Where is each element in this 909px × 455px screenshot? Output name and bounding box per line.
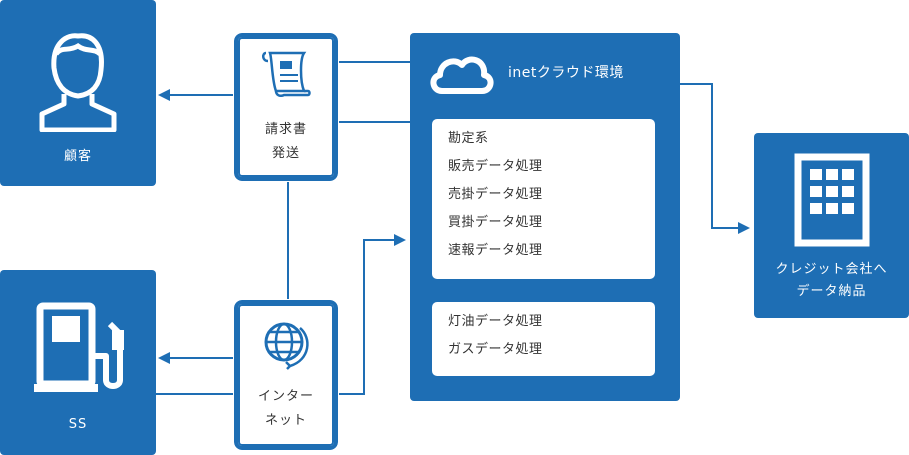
cloud-environment-box: inetクラウド環境 勘定系 販売データ処理 売掛データ処理 買掛データ処理 速… xyxy=(410,33,680,401)
internet-label-line1: インター xyxy=(257,389,314,404)
cloud-panel-energy: 灯油データ処理 ガスデータ処理 xyxy=(432,302,655,376)
invoice-box: 請求書 発送 xyxy=(233,32,339,182)
ss-box: SS xyxy=(0,270,156,455)
list-item: 販売データ処理 xyxy=(448,159,543,174)
list-item: ガスデータ処理 xyxy=(448,342,543,357)
list-item: 売掛データ処理 xyxy=(448,187,543,202)
invoice-label-line1: 請求書 xyxy=(264,122,307,137)
list-item: 灯油データ処理 xyxy=(448,314,543,329)
cloud-title: inetクラウド環境 xyxy=(508,65,624,81)
credit-company-label-line1: クレジット会社へ xyxy=(775,262,888,277)
internet-box: インター ネット xyxy=(233,299,339,451)
internet-label-line2: ネット xyxy=(264,413,307,428)
cloud-panel-accounting: 勘定系 販売データ処理 売掛データ処理 買掛データ処理 速報データ処理 xyxy=(432,119,655,279)
invoice-scroll-icon xyxy=(262,51,311,97)
list-item: 勘定系 xyxy=(448,131,489,146)
cloud-icon xyxy=(430,56,494,94)
list-item: 買掛データ処理 xyxy=(448,215,543,230)
building-icon xyxy=(794,153,870,247)
credit-company-label-line2: データ納品 xyxy=(796,284,867,299)
customer-label: 顧客 xyxy=(63,149,92,164)
list-item: 速報データ処理 xyxy=(448,243,543,258)
arrow-internet-to-cloud xyxy=(338,234,406,395)
customer-box: 顧客 xyxy=(0,0,156,186)
ss-label: SS xyxy=(68,417,88,432)
fuel-pump-icon xyxy=(34,302,124,392)
globe-icon xyxy=(264,322,309,370)
arrow-cloud-to-company xyxy=(680,83,750,234)
invoice-label-line2: 発送 xyxy=(271,146,300,161)
person-icon xyxy=(39,33,117,132)
credit-company-box: クレジット会社へ データ納品 xyxy=(754,133,909,318)
